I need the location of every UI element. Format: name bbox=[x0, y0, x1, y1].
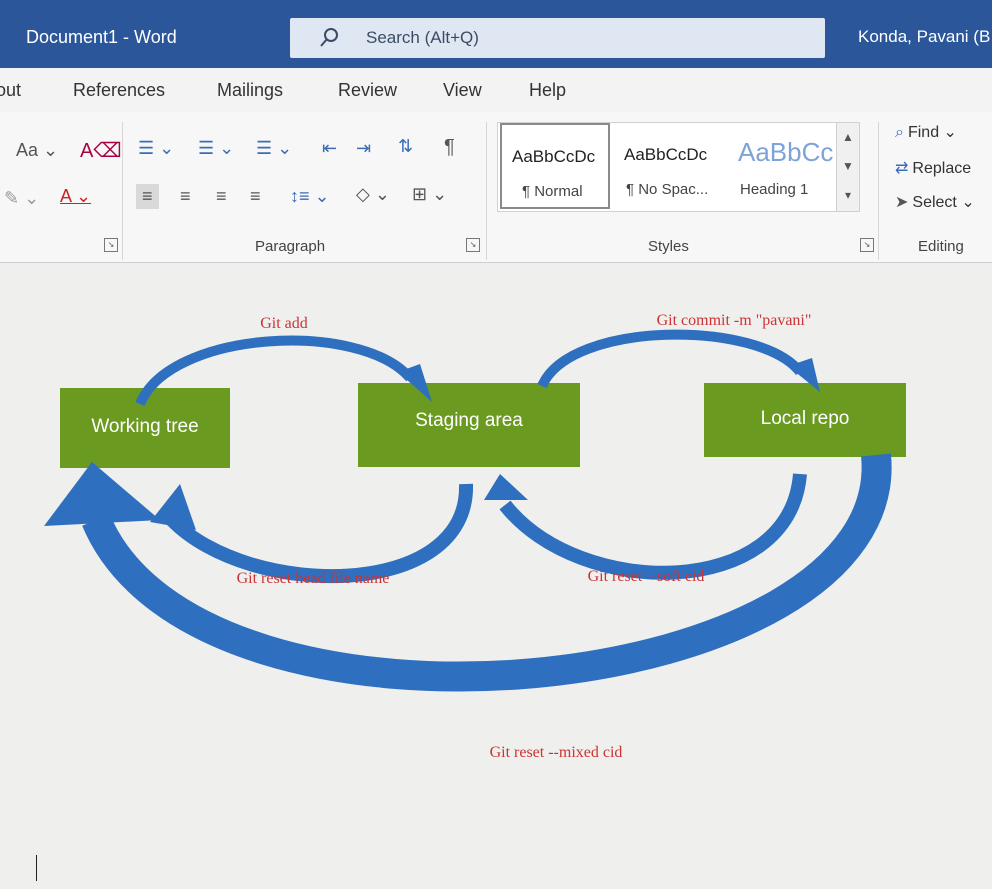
reset-soft-arrowhead bbox=[484, 474, 528, 500]
style-heading-1[interactable]: AaBbCc Heading 1 bbox=[738, 137, 834, 198]
group-separator bbox=[486, 122, 487, 260]
title-bar: Document1 - Word Search (Alt+Q) Konda, P… bbox=[0, 0, 992, 68]
editing-group-label: Editing bbox=[918, 238, 964, 255]
highlight-color-icon[interactable]: ✎ ⌄ bbox=[4, 188, 40, 208]
tab-layout[interactable]: out bbox=[0, 80, 22, 100]
git-add-arrowhead bbox=[398, 364, 432, 402]
styles-scroll[interactable]: ▲ ▼ ▾ bbox=[836, 122, 860, 212]
local-repo-box[interactable] bbox=[704, 383, 906, 457]
search-box[interactable]: Search (Alt+Q) bbox=[290, 18, 825, 58]
multilevel-list-icon[interactable]: ☰ ⌄ bbox=[256, 138, 293, 158]
align-left-icon[interactable]: ≡ bbox=[136, 184, 159, 209]
find-icon: ⌕ bbox=[895, 124, 904, 141]
tab-view[interactable]: View bbox=[443, 80, 482, 100]
reset-mixed-text: Git reset --mixed cid bbox=[490, 744, 623, 761]
ribbon-tabs: out References Mailings Review View Help bbox=[0, 68, 992, 112]
align-right-icon[interactable]: ≡ bbox=[216, 186, 227, 206]
reset-mixed-arrowhead bbox=[44, 462, 160, 526]
ribbon: Aa ⌄ A⌫ ✎ ⌄ A ⌄ ↘ ☰ ⌄ ☰ ⌄ ☰ ⌄ ⇤ ⇥ ⇅ ¶ ≡ … bbox=[0, 112, 992, 263]
font-dialog-launcher-icon[interactable]: ↘ bbox=[104, 238, 118, 252]
staging-area-box[interactable] bbox=[358, 383, 580, 467]
git-commit-arrow bbox=[537, 329, 804, 389]
select-button[interactable]: ➤Select ⌄ bbox=[895, 194, 975, 211]
increase-indent-icon[interactable]: ⇥ bbox=[356, 138, 372, 158]
align-center-icon[interactable]: ≡ bbox=[180, 186, 191, 206]
more-styles-icon[interactable]: ▾ bbox=[844, 188, 852, 202]
search-icon bbox=[320, 28, 338, 47]
line-spacing-icon[interactable]: ↕≡ ⌄ bbox=[290, 186, 330, 206]
style-normal[interactable]: AaBbCcDc ¶ Normal bbox=[500, 123, 610, 209]
decrease-indent-icon[interactable]: ⇤ bbox=[322, 138, 338, 158]
styles-group-label: Styles bbox=[648, 238, 689, 255]
group-separator bbox=[122, 122, 123, 260]
styles-dialog-launcher-icon[interactable]: ↘ bbox=[860, 238, 874, 252]
search-placeholder: Search (Alt+Q) bbox=[366, 28, 479, 47]
reset-soft-arrow bbox=[499, 473, 807, 580]
staging-area-label: Staging area bbox=[415, 410, 523, 431]
clear-formatting-icon[interactable]: A⌫ bbox=[80, 140, 122, 162]
borders-icon[interactable]: ⊞ ⌄ bbox=[412, 184, 448, 204]
reset-head-arrowhead bbox=[150, 484, 196, 530]
sort-icon[interactable]: ⇅ bbox=[398, 136, 414, 156]
scroll-down-icon[interactable]: ▼ bbox=[842, 159, 854, 173]
numbering-icon[interactable]: ☰ ⌄ bbox=[198, 138, 235, 158]
paragraph-dialog-launcher-icon[interactable]: ↘ bbox=[466, 238, 480, 252]
text-cursor bbox=[36, 855, 37, 881]
replace-button[interactable]: ⇄Replace bbox=[895, 160, 972, 177]
reset-soft-text: Git reset --soft cid bbox=[588, 568, 705, 585]
paragraph-group-label: Paragraph bbox=[255, 238, 326, 255]
reset-mixed-arrow bbox=[82, 453, 892, 692]
show-formatting-marks-icon[interactable]: ¶ bbox=[444, 136, 455, 158]
styles-gallery: AaBbCcDc ¶ Normal AaBbCcDc ¶ No Spac... … bbox=[497, 122, 839, 212]
tab-help[interactable]: Help bbox=[529, 80, 567, 100]
font-color-icon[interactable]: A ⌄ bbox=[60, 186, 92, 206]
style-no-spacing[interactable]: AaBbCcDc ¶ No Spac... bbox=[624, 145, 709, 198]
window-title: Document1 - Word bbox=[26, 27, 177, 47]
group-separator bbox=[878, 122, 879, 260]
account-name[interactable]: Konda, Pavani (B bbox=[858, 27, 991, 46]
working-tree-label: Working tree bbox=[91, 416, 198, 437]
git-commit-arrowhead bbox=[788, 358, 820, 392]
shading-icon[interactable]: ◇ ⌄ bbox=[356, 184, 390, 204]
replace-icon: ⇄ bbox=[895, 160, 909, 177]
reset-head-arrow bbox=[166, 483, 474, 584]
git-add-text: Git add bbox=[260, 315, 308, 332]
git-commit-text: Git commit -m "pavani" bbox=[657, 312, 812, 329]
local-repo-label: Local repo bbox=[761, 408, 850, 429]
bullets-icon[interactable]: ☰ ⌄ bbox=[138, 138, 175, 158]
change-case-button[interactable]: Aa ⌄ bbox=[16, 140, 59, 160]
select-icon: ➤ bbox=[895, 194, 909, 211]
tab-review[interactable]: Review bbox=[338, 80, 398, 100]
find-button[interactable]: ⌕Find ⌄ bbox=[895, 124, 957, 141]
tab-mailings[interactable]: Mailings bbox=[217, 80, 284, 100]
tab-references[interactable]: References bbox=[73, 80, 166, 100]
git-add-arrow bbox=[135, 335, 414, 407]
reset-head-text: Git reset head file name bbox=[237, 570, 390, 587]
scroll-up-icon[interactable]: ▲ bbox=[842, 130, 854, 144]
justify-icon[interactable]: ≡ bbox=[250, 186, 261, 206]
git-diagram: Working tree Staging area Local repo Git… bbox=[44, 312, 906, 761]
